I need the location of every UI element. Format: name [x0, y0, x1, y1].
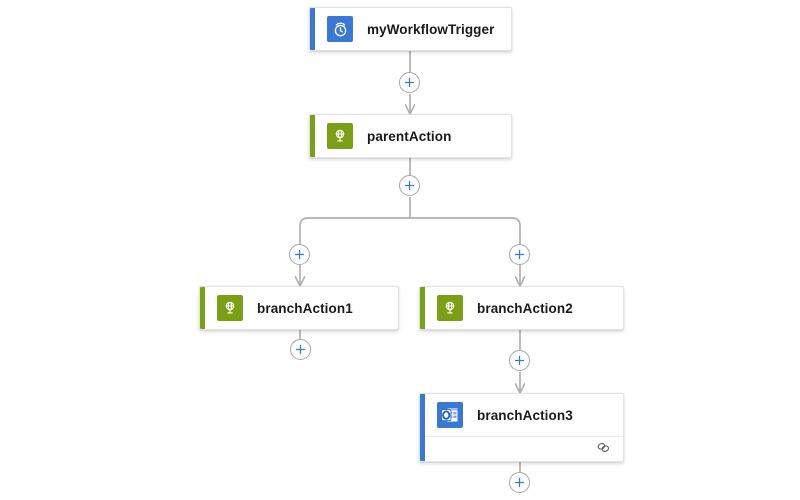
chain-link-icon[interactable] — [596, 441, 611, 459]
node-accent-bar — [310, 8, 315, 50]
node-accent-bar — [200, 287, 205, 329]
recurrence-clock-icon — [327, 16, 353, 42]
node-header: parentAction — [310, 115, 511, 157]
workflow-node-parent-action[interactable]: parentAction — [309, 114, 512, 158]
http-globe-icon — [437, 295, 463, 321]
add-step-button-after-parent-action[interactable] — [399, 175, 420, 196]
node-accent-bar — [420, 287, 425, 329]
add-step-button-after-branch-action-3[interactable] — [509, 472, 530, 493]
node-title: parentAction — [367, 128, 452, 144]
node-header: branchAction1 — [200, 287, 398, 329]
node-title: branchAction2 — [477, 300, 573, 316]
workflow-node-branch-action-3[interactable]: branchAction3 — [419, 393, 624, 462]
workflow-node-branch-action-2[interactable]: branchAction2 — [419, 286, 624, 330]
http-globe-icon — [327, 123, 353, 149]
workflow-node-trigger[interactable]: myWorkflowTrigger — [309, 7, 512, 51]
node-title: myWorkflowTrigger — [367, 21, 495, 37]
node-footer — [420, 436, 623, 461]
node-accent-bar — [310, 115, 315, 157]
edge-split-bar — [299, 217, 521, 248]
node-header: branchAction3 — [420, 394, 623, 436]
outlook-icon — [437, 402, 463, 428]
node-header: myWorkflowTrigger — [310, 8, 511, 50]
workflow-node-branch-action-1[interactable]: branchAction1 — [199, 286, 399, 330]
add-step-button-after-trigger[interactable] — [399, 72, 420, 93]
node-header: branchAction2 — [420, 287, 623, 329]
node-title: branchAction3 — [477, 407, 573, 423]
http-globe-icon — [217, 295, 243, 321]
add-step-button-branch-1-head[interactable] — [289, 244, 310, 265]
add-step-button-branch-2-head[interactable] — [509, 244, 530, 265]
add-step-button-after-branch-action-2[interactable] — [509, 350, 530, 371]
node-title: branchAction1 — [257, 300, 353, 316]
node-accent-bar — [420, 394, 425, 461]
add-step-button-after-branch-action-1[interactable] — [290, 339, 311, 360]
